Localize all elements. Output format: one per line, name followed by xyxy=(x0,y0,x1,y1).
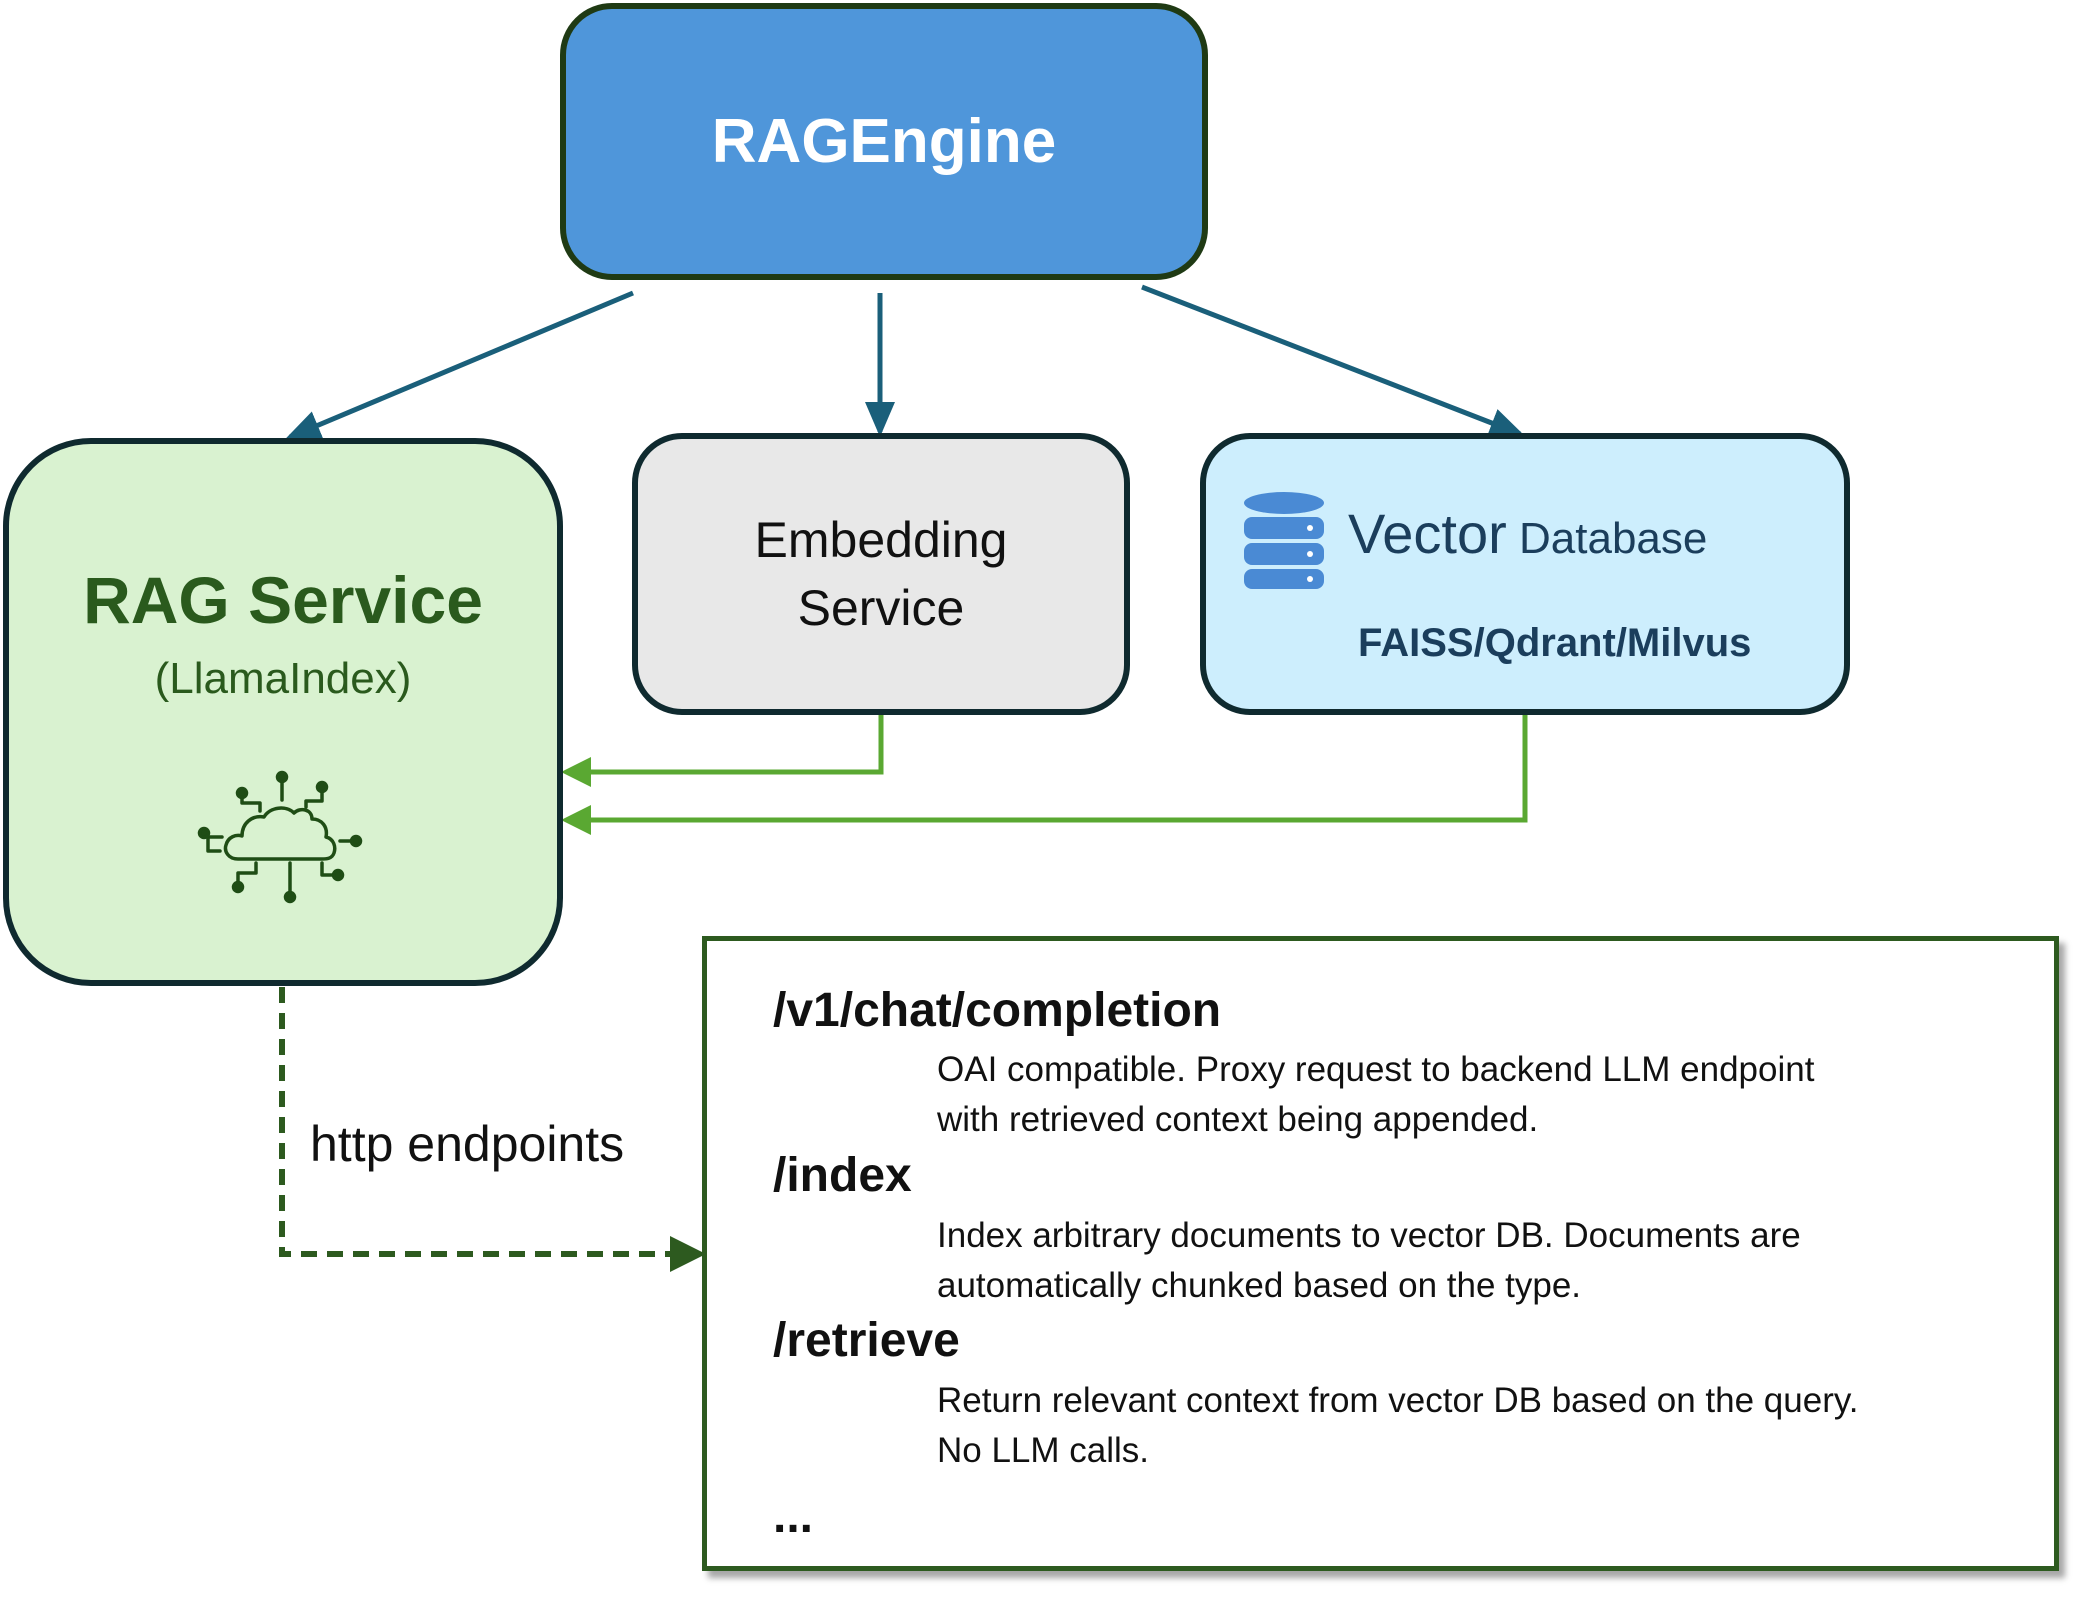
endpoint-description-index: Index arbitrary documents to vector DB. … xyxy=(937,1211,1801,1311)
endpoint-description-line: Return relevant context from vector DB b… xyxy=(937,1381,1859,1420)
endpoints-panel: /v1/chat/completion OAI compatible. Prox… xyxy=(702,936,2059,1571)
http-endpoints-label: http endpoints xyxy=(310,1116,625,1172)
endpoint-description-line: Index arbitrary documents to vector DB. … xyxy=(937,1216,1801,1255)
dashed-arrow-rag-service-to-endpoints xyxy=(279,987,706,1272)
endpoint-path-retrieve: /retrieve xyxy=(773,1314,960,1367)
rag-engine-title: RAGEngine xyxy=(711,107,1057,176)
endpoint-description-retrieve: Return relevant context from vector DB b… xyxy=(937,1376,1858,1476)
endpoint-description-line: OAI compatible. Proxy request to backend… xyxy=(937,1050,1815,1089)
endpoint-description-line: with retrieved context being appended. xyxy=(937,1100,1539,1139)
cloud-network-icon xyxy=(197,770,363,904)
endpoint-description-chat-completion: OAI compatible. Proxy request to backend… xyxy=(937,1045,1814,1145)
rag-service-subtitle: (LlamaIndex) xyxy=(154,654,412,703)
vector-database-title-word1: Vector xyxy=(1348,502,1507,565)
arrow-vector-db-to-rag-service xyxy=(561,715,1528,835)
database-icon xyxy=(1244,492,1324,589)
vector-database-subtitle: FAISS/Qdrant/Milvus xyxy=(1358,621,1752,665)
endpoint-description-line: No LLM calls. xyxy=(937,1431,1150,1470)
endpoints-ellipsis: ... xyxy=(773,1490,814,1543)
rag-service-node[interactable]: RAG Service (LlamaIndex) xyxy=(3,438,563,986)
vector-database-title: Vector Database xyxy=(1348,501,1707,566)
arrow-engine-to-rag-service xyxy=(285,290,634,440)
endpoint-path-index: /index xyxy=(773,1149,912,1202)
arrow-embedding-to-rag-service xyxy=(561,715,884,787)
vector-database-title-word2: Database xyxy=(1519,514,1708,563)
embedding-service-title: Embedding Service xyxy=(754,512,1008,636)
arrow-engine-to-vector-db xyxy=(1141,284,1525,438)
vector-database-node[interactable]: Vector Database FAISS/Qdrant/Milvus xyxy=(1200,433,1850,715)
rag-service-title: RAG Service xyxy=(83,563,483,637)
embedding-service-node[interactable]: Embedding Service xyxy=(632,433,1130,715)
endpoint-path-chat-completion: /v1/chat/completion xyxy=(773,984,1222,1037)
endpoint-description-line: automatically chunked based on the type. xyxy=(937,1266,1582,1305)
rag-engine-node[interactable]: RAGEngine xyxy=(560,3,1208,280)
